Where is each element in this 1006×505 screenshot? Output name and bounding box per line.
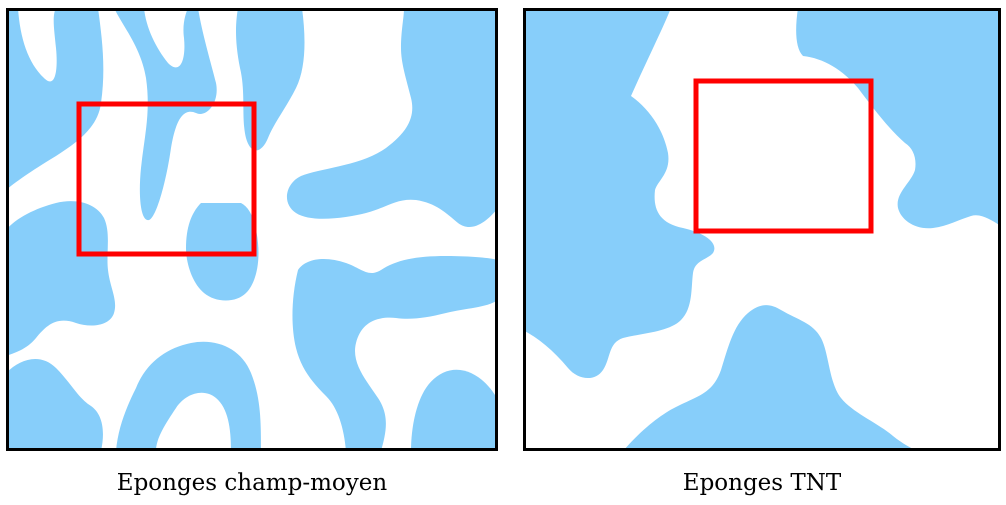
panel-frame [6, 8, 498, 451]
blob-left-large [523, 8, 715, 379]
blob-bottom-left [6, 358, 103, 451]
caption-mean-field: Eponges champ-moyen [116, 470, 388, 496]
sponge-phase-regions [6, 8, 498, 451]
mean-field-sponge-diagram [6, 8, 498, 451]
blob-right-mid [292, 256, 498, 451]
panel-mean-field-sponge [6, 8, 498, 451]
blob-left-mid [6, 201, 116, 356]
blob-bottom-center [116, 341, 261, 451]
blob-right-top [286, 8, 498, 228]
blob-bottom-right [411, 369, 498, 451]
tnt-sponge-diagram [523, 8, 1001, 451]
highlight-box [76, 101, 257, 257]
panel-tnt-sponge [523, 8, 1001, 451]
blob-top-left [6, 8, 104, 190]
highlight-box [693, 78, 874, 234]
blob-edge-left-bottom [6, 316, 24, 333]
blob-bottom-center [623, 305, 917, 451]
blob-top-middle [114, 8, 217, 221]
panel-frame [523, 8, 1001, 451]
sponge-phase-regions [523, 8, 1001, 451]
blob-top-right [796, 8, 1001, 229]
caption-tnt: Eponges TNT [682, 470, 842, 496]
